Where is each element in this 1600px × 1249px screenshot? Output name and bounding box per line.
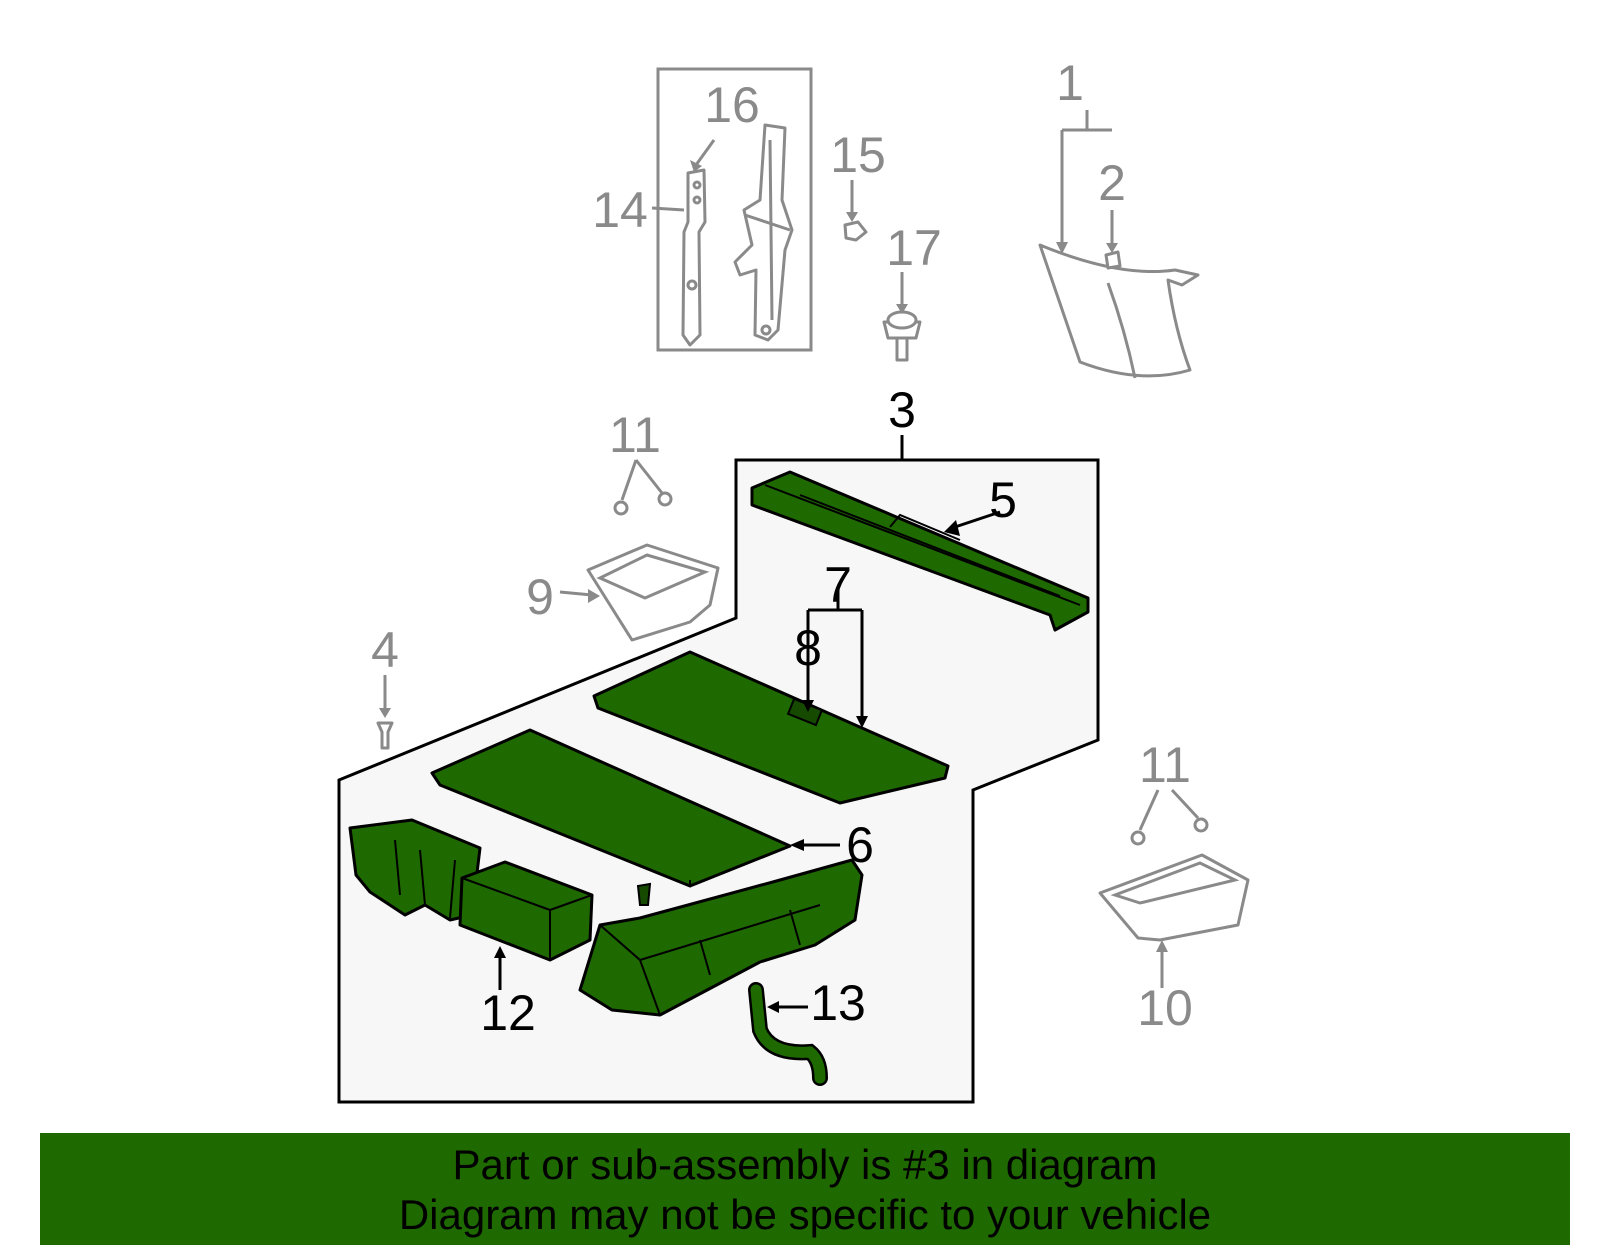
callout-10: 10	[1137, 980, 1193, 1036]
banner-line-2: Diagram may not be specific to your vehi…	[398, 1191, 1212, 1238]
banner-line-1: Part or sub-assembly is #3 in diagram	[452, 1141, 1158, 1188]
callout-13: 13	[810, 975, 866, 1031]
callout-15: 15	[830, 127, 886, 183]
screw-11c	[1130, 830, 1146, 846]
screw-11d	[1193, 817, 1209, 833]
storage-bin-9	[586, 543, 720, 642]
storage-tray-right[interactable]	[578, 858, 864, 1017]
callout-4: 4	[371, 622, 399, 678]
screw-11b	[657, 491, 673, 507]
callout-1: 1	[1056, 55, 1084, 111]
callout-14: 14	[592, 182, 648, 238]
storage-tray-left[interactable]	[348, 818, 482, 922]
info-banner: Part or sub-assembly is #3 in diagram Di…	[40, 1133, 1570, 1245]
callout-7: 7	[824, 557, 852, 613]
callout-11-lower: 11	[1139, 737, 1191, 793]
clip-2	[1104, 250, 1122, 270]
pin-4	[376, 721, 394, 750]
callout-17: 17	[886, 220, 942, 276]
screw-11a	[613, 500, 629, 516]
callout-2: 2	[1098, 155, 1126, 211]
load-floor-6[interactable]	[430, 728, 792, 888]
callout-3: 3	[888, 382, 916, 438]
callout-6: 6	[846, 817, 874, 873]
callout-9: 9	[526, 569, 554, 625]
callout-11-upper: 11	[609, 407, 661, 463]
clip-15	[843, 220, 868, 242]
callout-12: 12	[480, 985, 536, 1041]
jack-handle	[681, 168, 707, 347]
foam-block-12[interactable]	[458, 860, 594, 962]
storage-bin-10	[1098, 853, 1250, 942]
callout-16: 16	[704, 77, 760, 133]
scissor-jack	[733, 123, 794, 342]
callout-8: 8	[794, 620, 822, 676]
floor-panel-7[interactable]	[592, 650, 950, 805]
callout-5: 5	[989, 472, 1017, 528]
